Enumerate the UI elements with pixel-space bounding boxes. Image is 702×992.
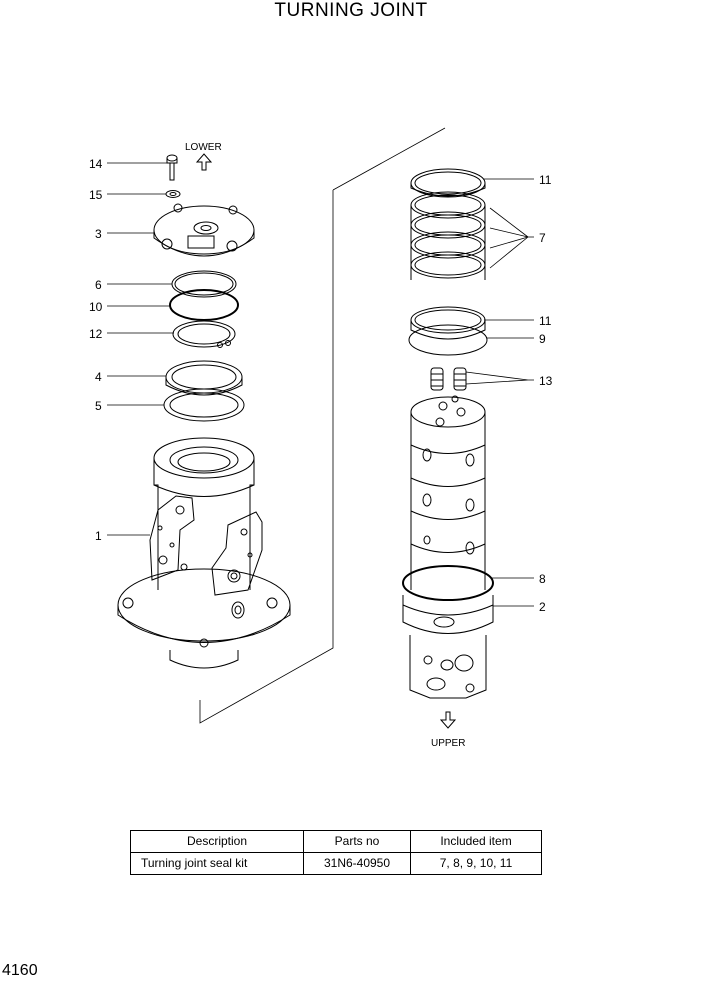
callout-9: 9: [539, 332, 546, 346]
callout-1: 1: [95, 529, 102, 543]
page-number: 4160: [2, 962, 38, 979]
lower-label: LOWER: [185, 142, 222, 153]
cell-description: Turning joint seal kit: [130, 852, 304, 875]
callout-4: 4: [95, 370, 102, 384]
cell-parts-no: 31N6-40950: [303, 852, 411, 875]
part-ring-11-top: [410, 168, 486, 198]
callout-7: 7: [539, 231, 546, 245]
callout-12: 12: [89, 327, 103, 341]
part-spindle: [410, 395, 486, 590]
table-header-row: Description Parts no Included item: [130, 830, 542, 853]
callout-8: 8: [539, 572, 546, 586]
part-washer: [165, 190, 181, 198]
part-body-base: [402, 595, 494, 699]
seal-kit-table: Description Parts no Included item Turni…: [130, 830, 542, 875]
table-row: Turning joint seal kit 31N6-40950 7, 8, …: [130, 852, 542, 875]
header-included-item: Included item: [410, 830, 542, 853]
callout-11-top: 11: [539, 173, 552, 187]
part-oring-10: [169, 289, 239, 321]
callout-3: 3: [95, 227, 102, 241]
callout-13: 13: [539, 374, 553, 388]
lower-arrow-icon: [195, 153, 213, 171]
part-bolt: [166, 154, 178, 181]
part-ring-4: [165, 360, 243, 396]
cell-included-item: 7, 8, 9, 10, 11: [410, 852, 542, 875]
part-ring-11-lower: [410, 306, 486, 340]
upper-label: UPPER: [431, 738, 465, 749]
part-cover: [153, 203, 255, 257]
part-retaining-ring: [172, 320, 236, 348]
callout-11-lower: 11: [539, 314, 552, 328]
leader-lines: [107, 162, 534, 607]
part-seal-stack: [410, 191, 486, 280]
part-ring-5: [163, 388, 245, 422]
part-hub: [117, 437, 291, 669]
part-plugs: [430, 367, 467, 391]
callout-14: 14: [89, 157, 103, 171]
alignment-line: [199, 127, 446, 724]
part-oring-9: [408, 324, 488, 356]
callout-6: 6: [95, 278, 102, 292]
callout-2: 2: [539, 600, 546, 614]
callout-10: 10: [89, 300, 103, 314]
callout-5: 5: [95, 399, 102, 413]
page-title: TURNING JOINT: [274, 0, 428, 21]
callout-15: 15: [89, 188, 103, 202]
upper-arrow-icon: [439, 711, 457, 729]
part-oring-8: [402, 565, 494, 601]
header-description: Description: [130, 830, 304, 853]
header-parts-no: Parts no: [303, 830, 411, 853]
